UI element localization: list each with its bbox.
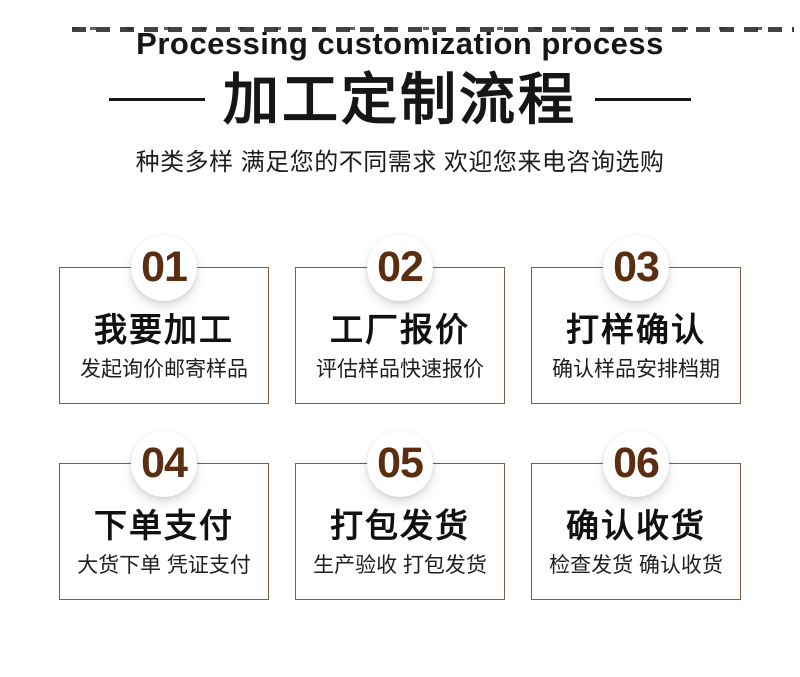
- step-title: 下单支付: [94, 506, 234, 544]
- step-title: 我要加工: [94, 310, 234, 348]
- step-card-3: 03 打样确认 确认样品安排档期: [531, 234, 741, 404]
- process-section: Processing customization process 加工定制流程 …: [0, 26, 800, 677]
- step-desc: 生产验收 打包发货: [313, 553, 487, 577]
- step-title: 工厂报价: [330, 310, 470, 348]
- step-title: 打样确认: [566, 310, 706, 348]
- step-number: 02: [377, 243, 424, 292]
- step-number-badge: 02: [367, 234, 433, 301]
- section-title-row: 加工定制流程: [0, 69, 800, 131]
- step-card-4: 04 下单支付 大货下单 凭证支付: [59, 430, 269, 600]
- step-desc: 评估样品快速报价: [316, 357, 484, 381]
- step-title: 确认收货: [566, 506, 706, 544]
- step-number: 01: [141, 243, 188, 292]
- title-divider-left: [109, 98, 205, 102]
- section-subtitle: 种类多样 满足您的不同需求 欢迎您来电咨询选购: [135, 148, 665, 176]
- step-card-5: 05 打包发货 生产验收 打包发货: [295, 430, 505, 600]
- step-desc: 发起询价邮寄样品: [80, 357, 248, 381]
- step-card-2: 02 工厂报价 评估样品快速报价: [295, 234, 505, 404]
- step-title: 打包发货: [330, 506, 470, 544]
- step-number-badge: 04: [131, 430, 197, 497]
- step-number-badge: 05: [367, 430, 433, 497]
- step-number-badge: 06: [603, 430, 669, 497]
- step-number: 05: [377, 439, 424, 488]
- clipped-previous-section-text: [72, 27, 794, 32]
- section-title-zh: 加工定制流程: [223, 68, 577, 132]
- step-number-badge: 03: [603, 234, 669, 301]
- step-number: 03: [613, 243, 660, 292]
- step-card-1: 01 我要加工 发起询价邮寄样品: [59, 234, 269, 404]
- section-title-en: Processing customization process: [136, 26, 664, 61]
- step-number: 04: [141, 439, 188, 488]
- step-number-badge: 01: [131, 234, 197, 301]
- step-desc: 大货下单 凭证支付: [77, 553, 251, 577]
- step-card-6: 06 确认收货 检查发货 确认收货: [531, 430, 741, 600]
- step-number: 06: [613, 439, 660, 488]
- steps-grid: 01 我要加工 发起询价邮寄样品 02 工厂报价 评估样品快速报价 03 打样确…: [59, 234, 741, 600]
- step-desc: 检查发货 确认收货: [549, 553, 723, 577]
- title-divider-right: [595, 98, 691, 102]
- step-desc: 确认样品安排档期: [552, 357, 720, 381]
